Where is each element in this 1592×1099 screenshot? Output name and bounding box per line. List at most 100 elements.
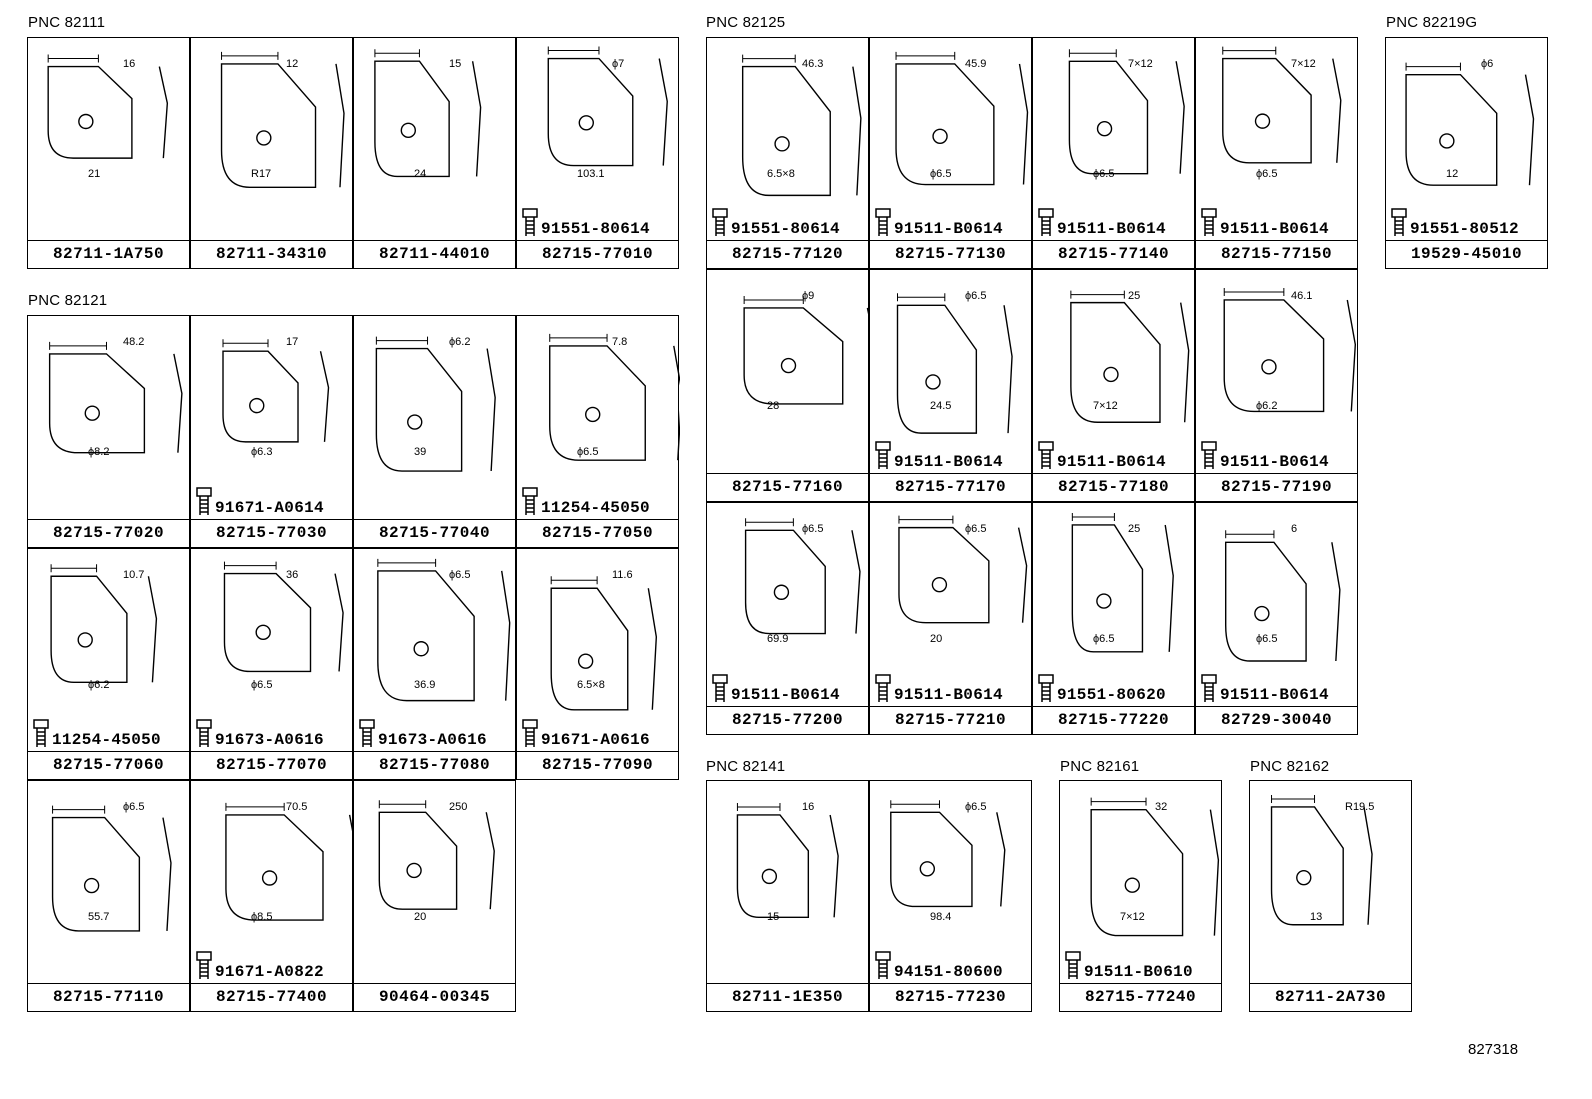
part-number[interactable]: 82711-44010 — [354, 240, 515, 268]
part-number[interactable]: 19529-45010 — [1386, 240, 1547, 268]
pnc-header-82125: PNC 82125 — [706, 14, 786, 31]
bolt-part-number[interactable]: 91551-80512 — [1410, 220, 1519, 238]
part-number[interactable]: 82715-77110 — [28, 983, 189, 1011]
part-number[interactable]: 82715-77190 — [1196, 473, 1357, 501]
bolt-part-number[interactable]: 91671-A0822 — [215, 963, 324, 981]
part-number[interactable]: 82715-77050 — [517, 519, 678, 547]
part-number[interactable]: 82711-34310 — [191, 240, 352, 268]
bolt-part-number[interactable]: 91511-B0614 — [894, 453, 1003, 471]
part-number[interactable]: 82729-30040 — [1196, 706, 1357, 734]
dimension-label: 7×12 — [1291, 58, 1316, 70]
dimension-label: 7×12 — [1120, 911, 1145, 923]
part-number[interactable]: 82715-77230 — [870, 983, 1031, 1011]
part-number[interactable]: 82715-77070 — [191, 751, 352, 779]
part-number[interactable]: 82711-2A730 — [1250, 983, 1411, 1011]
bolt-callout: 91511-B0614 — [1037, 207, 1166, 237]
part-drawing — [1222, 46, 1342, 164]
part-number[interactable]: 82715-77180 — [1033, 473, 1194, 501]
bolt-part-number[interactable]: 91511-B0610 — [1084, 963, 1193, 981]
bolt-part-number[interactable]: 91673-A0616 — [215, 731, 324, 749]
bolt-part-number[interactable]: 91551-80614 — [541, 220, 650, 238]
part-number[interactable]: 82715-77400 — [191, 983, 352, 1011]
bolt-icon — [196, 951, 212, 979]
bolt-part-number[interactable]: 91671-A0614 — [215, 499, 324, 517]
part-number[interactable]: 82715-77220 — [1033, 706, 1194, 734]
bolt-part-number[interactable]: 91511-B0614 — [1057, 220, 1166, 238]
bolt-callout: 11254-45050 — [521, 486, 650, 516]
part-number[interactable]: 82715-77210 — [870, 706, 1031, 734]
dimension-label: 6.5×8 — [767, 168, 795, 180]
bolt-part-number[interactable]: 91511-B0614 — [894, 686, 1003, 704]
part-number[interactable]: 82715-77160 — [707, 473, 868, 501]
bolt-part-number[interactable]: 91673-A0616 — [378, 731, 487, 749]
part-number[interactable]: 82715-77240 — [1060, 983, 1221, 1011]
part-number[interactable]: 82715-77080 — [354, 751, 515, 779]
dimension-label: ϕ6.5 — [577, 446, 599, 458]
bolt-icon — [875, 951, 891, 979]
part-number[interactable]: 82715-77120 — [707, 240, 868, 268]
bolt-part-number[interactable]: 11254-45050 — [541, 499, 650, 517]
part-number[interactable]: 82715-77040 — [354, 519, 515, 547]
part-number[interactable]: 82715-77060 — [28, 751, 189, 779]
bolt-part-number[interactable]: 11254-45050 — [52, 731, 161, 749]
part-number[interactable]: 82711-1A750 — [28, 240, 189, 268]
part-number[interactable]: 82715-77010 — [517, 240, 678, 268]
part-number[interactable]: 90464-00345 — [354, 983, 515, 1011]
part-number[interactable]: 82711-1E350 — [707, 983, 868, 1011]
bolt-part-number[interactable]: 91511-B0614 — [1220, 220, 1329, 238]
part-drawing — [890, 800, 1006, 908]
part-number[interactable]: 82715-77150 — [1196, 240, 1357, 268]
bolt-part-number[interactable]: 91511-B0614 — [894, 220, 1003, 238]
part-number[interactable]: 82715-77020 — [28, 519, 189, 547]
bolt-part-number[interactable]: 91511-B0614 — [731, 686, 840, 704]
bolt-part-number[interactable]: 94151-80600 — [894, 963, 1003, 981]
part-number[interactable]: 82715-77140 — [1033, 240, 1194, 268]
part-number[interactable]: 82715-77170 — [870, 473, 1031, 501]
bolt-part-number[interactable]: 91511-B0614 — [1057, 453, 1166, 471]
part-number[interactable]: 82715-77090 — [517, 751, 678, 779]
bolt-part-number[interactable]: 91551-80620 — [1057, 686, 1166, 704]
part-number[interactable]: 82715-77200 — [707, 706, 868, 734]
dimension-label: 24.5 — [930, 400, 952, 412]
bolt-part-number[interactable]: 91511-B0614 — [1220, 453, 1329, 471]
bolt-part-number[interactable]: 91511-B0614 — [1220, 686, 1329, 704]
part-drawing — [1090, 797, 1220, 937]
part-number[interactable]: 82715-77030 — [191, 519, 352, 547]
bolt-part-number[interactable]: 91671-A0616 — [541, 731, 650, 749]
bolt-part-number[interactable]: 91551-80614 — [731, 220, 840, 238]
part-number[interactable]: 82715-77130 — [870, 240, 1031, 268]
bolt-icon — [875, 441, 891, 469]
